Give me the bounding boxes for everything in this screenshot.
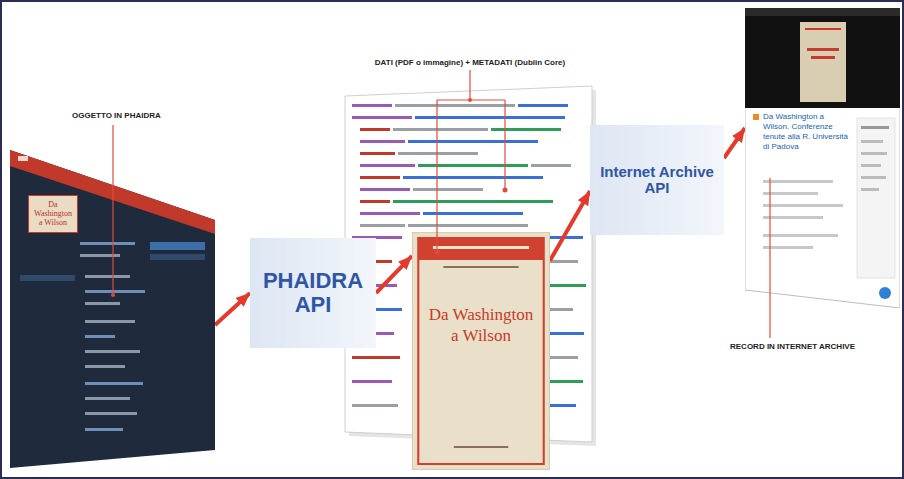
callout-label: DATI (PDF o immagine) + METADATI (Dublin… [375, 58, 565, 68]
flow-arrow [724, 128, 745, 158]
api-name: PHAIDRA API [258, 269, 368, 317]
leader-dot [435, 250, 440, 255]
leader-dot [111, 293, 115, 297]
api-name: Internet Archive API [598, 164, 716, 197]
archive-record-screenshot: Da Washington a Wilson. Conferenze tenut… [745, 8, 900, 308]
api-panel: Internet Archive API [590, 125, 724, 235]
leader-line [769, 178, 770, 338]
leader-dot [468, 98, 472, 102]
bracket-line [469, 70, 470, 100]
flow-arrow [215, 293, 250, 325]
bracket-line [504, 100, 505, 190]
leader-line [112, 125, 113, 295]
cover-title: Da Washington a Wilson [28, 195, 78, 233]
book-cover: Da Washington a Wilson [412, 232, 550, 470]
api-panel: PHAIDRA API [250, 238, 376, 348]
archive-record-screenshot-shape [745, 8, 900, 308]
leader-dot [503, 188, 508, 193]
flow-arrow [550, 191, 590, 261]
record-title: Da Washington a Wilson. Conferenze tenut… [763, 112, 851, 152]
callout-label: RECORD IN INTERNET ARCHIVE [730, 342, 855, 352]
callout-label: OGGETTO IN PHAIDRA [72, 111, 161, 121]
book-cover-shape [412, 232, 550, 470]
label-holder: OGGETTO IN PHAIDRA [72, 111, 161, 121]
cover-title: Da Washington a Wilson [412, 304, 550, 347]
label-holder: DATI (PDF o immagine) + METADATI (Dublin… [375, 58, 565, 68]
flow-arrow [376, 256, 412, 293]
label-holder: RECORD IN INTERNET ARCHIVE [730, 342, 855, 352]
bracket-line [436, 100, 437, 252]
